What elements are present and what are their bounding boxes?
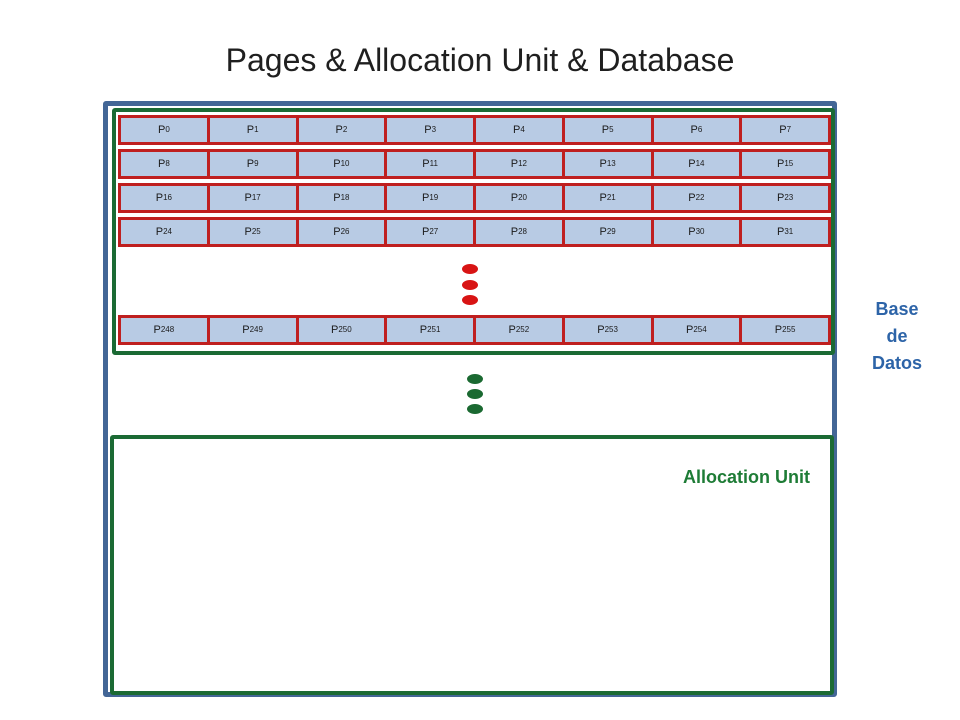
page-prefix: P [601, 124, 610, 136]
page-prefix: P [422, 158, 430, 170]
page-prefix: P [510, 192, 519, 204]
page-prefix: P [599, 226, 607, 238]
page-prefix: P [777, 192, 785, 204]
database-label-line-1: Base [875, 299, 919, 319]
allocation-unit-label: Allocation Unit [683, 467, 810, 487]
page-prefix: P [424, 124, 432, 136]
page-prefix: P [157, 124, 166, 136]
page-prefix: P [688, 226, 696, 238]
page-prefix: P [157, 158, 166, 170]
allocation-unit-box-last: Allocation Unit [110, 435, 834, 695]
database-label-line-3: Datos [871, 353, 922, 373]
page-prefix: P [779, 124, 787, 136]
page-prefix: P [510, 158, 519, 170]
page-prefix: P [686, 324, 694, 336]
ellipsis-dot-red [462, 264, 478, 274]
page-prefix: P [155, 226, 164, 238]
database-label-line-2: de [886, 326, 908, 346]
page-prefix: P [244, 226, 252, 238]
ellipsis-dot-red [462, 295, 478, 305]
ellipsis-dot-green [467, 404, 483, 414]
page-prefix: P [599, 192, 607, 204]
page-prefix: P [597, 324, 605, 336]
database-label: Base de Datos [852, 296, 942, 377]
page-prefix: P [777, 158, 785, 170]
page-prefix: P [512, 124, 521, 136]
page-prefix: P [510, 226, 519, 238]
page-prefix: P [246, 124, 255, 136]
diagram-title: Pages & Allocation Unit & Database [225, 42, 735, 78]
page-prefix: P [422, 226, 430, 238]
page-prefix: P [422, 192, 430, 204]
ellipsis-dot-green [467, 389, 483, 399]
page-prefix: P [246, 158, 255, 170]
page-prefix: P [333, 158, 341, 170]
ellipsis-dot-green [467, 374, 483, 384]
page-prefix: P [333, 192, 341, 204]
page-prefix: P [155, 192, 164, 204]
page-prefix: P [242, 324, 250, 336]
page-prefix: P [419, 324, 428, 336]
page-prefix: P [599, 158, 607, 170]
page-prefix: P [688, 158, 696, 170]
page-prefix: P [508, 324, 516, 336]
page-prefix: P [244, 192, 252, 204]
page-prefix: P [331, 324, 339, 336]
allocation-unit-box-first [112, 108, 835, 355]
page-prefix: P [153, 324, 161, 336]
page-prefix: P [777, 226, 785, 238]
page-prefix: P [688, 192, 696, 204]
page-prefix: P [333, 226, 341, 238]
page-prefix: P [774, 324, 783, 336]
ellipsis-dot-red [462, 280, 478, 290]
page-prefix: P [690, 124, 698, 136]
page-prefix: P [335, 124, 343, 136]
